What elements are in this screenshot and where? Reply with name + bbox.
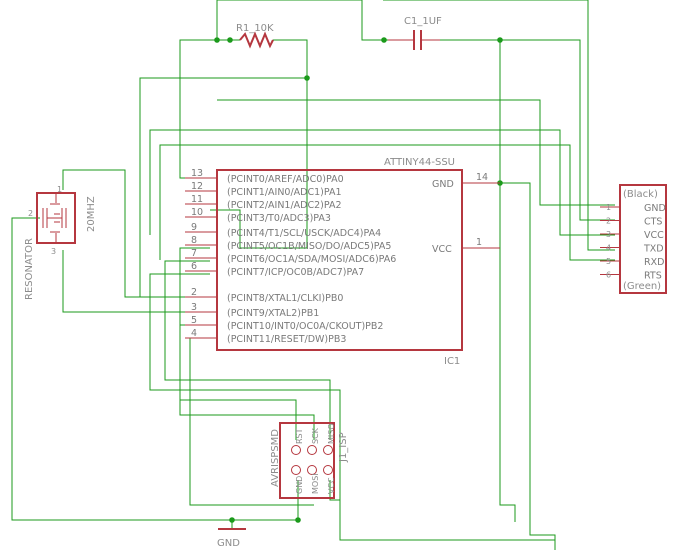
ground-symbol: GND bbox=[217, 528, 246, 549]
ic-left-pins: 13 (PCINT0/AREF/ADC0)PA0 12 (PCINT1/AIN0/AD… bbox=[185, 168, 396, 345]
isp-ref: J1_ISP bbox=[338, 432, 349, 463]
ftdi-pin-number: 1 bbox=[606, 203, 611, 212]
ic-pin-name: GND bbox=[432, 179, 454, 190]
ic-pin-number: 2 bbox=[191, 287, 197, 298]
ftdi-pins: 1 GND 2 CTS 3 VCC 4 TXD 5 RXD 6 RTS bbox=[600, 203, 666, 282]
ftdi-top-label: (Black) bbox=[623, 189, 658, 200]
ic-pin-name: (PCINT1/AIN0/ADC1)PA1 bbox=[227, 187, 342, 198]
ic-pin-number: 1 bbox=[476, 237, 482, 248]
ground-label: GND bbox=[217, 538, 240, 549]
resonator-value: 20MHZ bbox=[86, 196, 97, 232]
resonator-pin-2: 2 bbox=[28, 209, 33, 218]
ic-ref-label: IC1 bbox=[444, 356, 460, 367]
isp-pin-gnd: GND bbox=[295, 476, 304, 494]
resistor-label: R1_10K bbox=[236, 23, 274, 34]
ftdi-pin-name: GND bbox=[644, 203, 666, 214]
isp-pin-vcc: VCC bbox=[327, 477, 336, 494]
ic-pin-number: 14 bbox=[476, 172, 488, 183]
ftdi-bottom-label: (Green) bbox=[623, 281, 661, 292]
isp-header: RST SCK MISO GND MOSI VCC J1_ISP AVRISPS… bbox=[270, 422, 349, 499]
isp-pin-mosi: MOSI bbox=[311, 473, 320, 494]
ftdi-pin-name: TXD bbox=[643, 244, 664, 255]
ftdi-pin-name: RXD bbox=[644, 257, 664, 268]
ftdi-pin-name: RTS bbox=[644, 271, 662, 282]
ic-pin-number: 13 bbox=[191, 168, 203, 179]
ftdi-pin-number: 2 bbox=[606, 217, 611, 226]
ic-pin-number: 10 bbox=[191, 207, 203, 218]
ftdi-pin-number: 4 bbox=[606, 244, 611, 253]
ic-pin-name: (PCINT3/T0/ADC3)PA3 bbox=[227, 213, 331, 224]
ic-pin-number: 8 bbox=[191, 235, 197, 246]
ic-pin-name: (PCINT8/XTAL1/CLKI)PB0 bbox=[227, 293, 343, 304]
ic-pin-number: 3 bbox=[191, 302, 197, 313]
capacitor-label: C1_1UF bbox=[404, 16, 442, 27]
ic-pin-name: (PCINT4/T1/SCL/USCK/ADC4)PA4 bbox=[227, 228, 381, 239]
isp-value: AVRISPSMD bbox=[270, 429, 281, 487]
ic-pin-number: 9 bbox=[191, 222, 197, 233]
ic-pin-number: 11 bbox=[191, 194, 203, 205]
ic-pin-number: 7 bbox=[191, 248, 197, 259]
ic-pin-name: (PCINT9/XTAL2)PB1 bbox=[227, 308, 319, 319]
ic-pin-name: (PCINT11/RESET/DW)PB3 bbox=[227, 334, 346, 345]
isp-pin-rst: RST bbox=[295, 428, 304, 444]
isp-pin-miso: MISO bbox=[327, 423, 336, 444]
ic-pin-name: (PCINT2/AIN1/ADC2)PA2 bbox=[227, 200, 342, 211]
ftdi-pin-name: CTS bbox=[644, 217, 662, 228]
ic-pin-name: (PCINT10/INT0/OC0A/CKOUT)PB2 bbox=[227, 321, 383, 332]
ic-attiny44: ATTINY44-SSU IC1 13(PCINT0/AREF/ADC0)PA0… bbox=[185, 157, 500, 367]
ic-pin-name: VCC bbox=[432, 244, 452, 255]
ic-part-label: ATTINY44-SSU bbox=[384, 157, 455, 168]
ic-pin-number: 5 bbox=[191, 315, 197, 326]
resonator-ref: RESONATOR bbox=[24, 238, 35, 300]
ic-pin-name: (PCINT6/OC1A/SDA/MOSI/ADC6)PA6 bbox=[227, 254, 396, 265]
capacitor-c1: C1_1UF bbox=[388, 16, 442, 50]
ic-pin-number: 12 bbox=[191, 181, 203, 192]
ftdi-pin-number: 6 bbox=[606, 271, 611, 280]
ic-pin-name: (PCINT0/AREF/ADC0)PA0 bbox=[227, 174, 344, 185]
ftdi-header: (Black) (Green) 1 GND 2 CTS 3 VCC 4 TXD 5 RXD 6 RTS bbox=[600, 184, 667, 294]
ftdi-pin-name: VCC bbox=[644, 230, 664, 241]
ic-pin-name: (PCINT5/OC1B/MISO/DO/ADC5)PA5 bbox=[227, 241, 391, 252]
resistor-r1: R1_10K bbox=[236, 23, 274, 49]
isp-pin-sck: SCK bbox=[311, 427, 320, 444]
ftdi-pin-number: 3 bbox=[606, 230, 611, 239]
resonator: 1 2 3 20MHZ RESONATOR bbox=[24, 185, 97, 300]
ic-pin-number: 4 bbox=[191, 328, 197, 339]
resonator-pin-3: 3 bbox=[51, 247, 56, 256]
ic-pin-number: 6 bbox=[191, 261, 197, 272]
ftdi-pin-number: 5 bbox=[606, 257, 611, 266]
ic-pin-name: (PCINT7/ICP/OC0B/ADC7)PA7 bbox=[227, 267, 364, 278]
resonator-pin-1: 1 bbox=[57, 185, 62, 194]
